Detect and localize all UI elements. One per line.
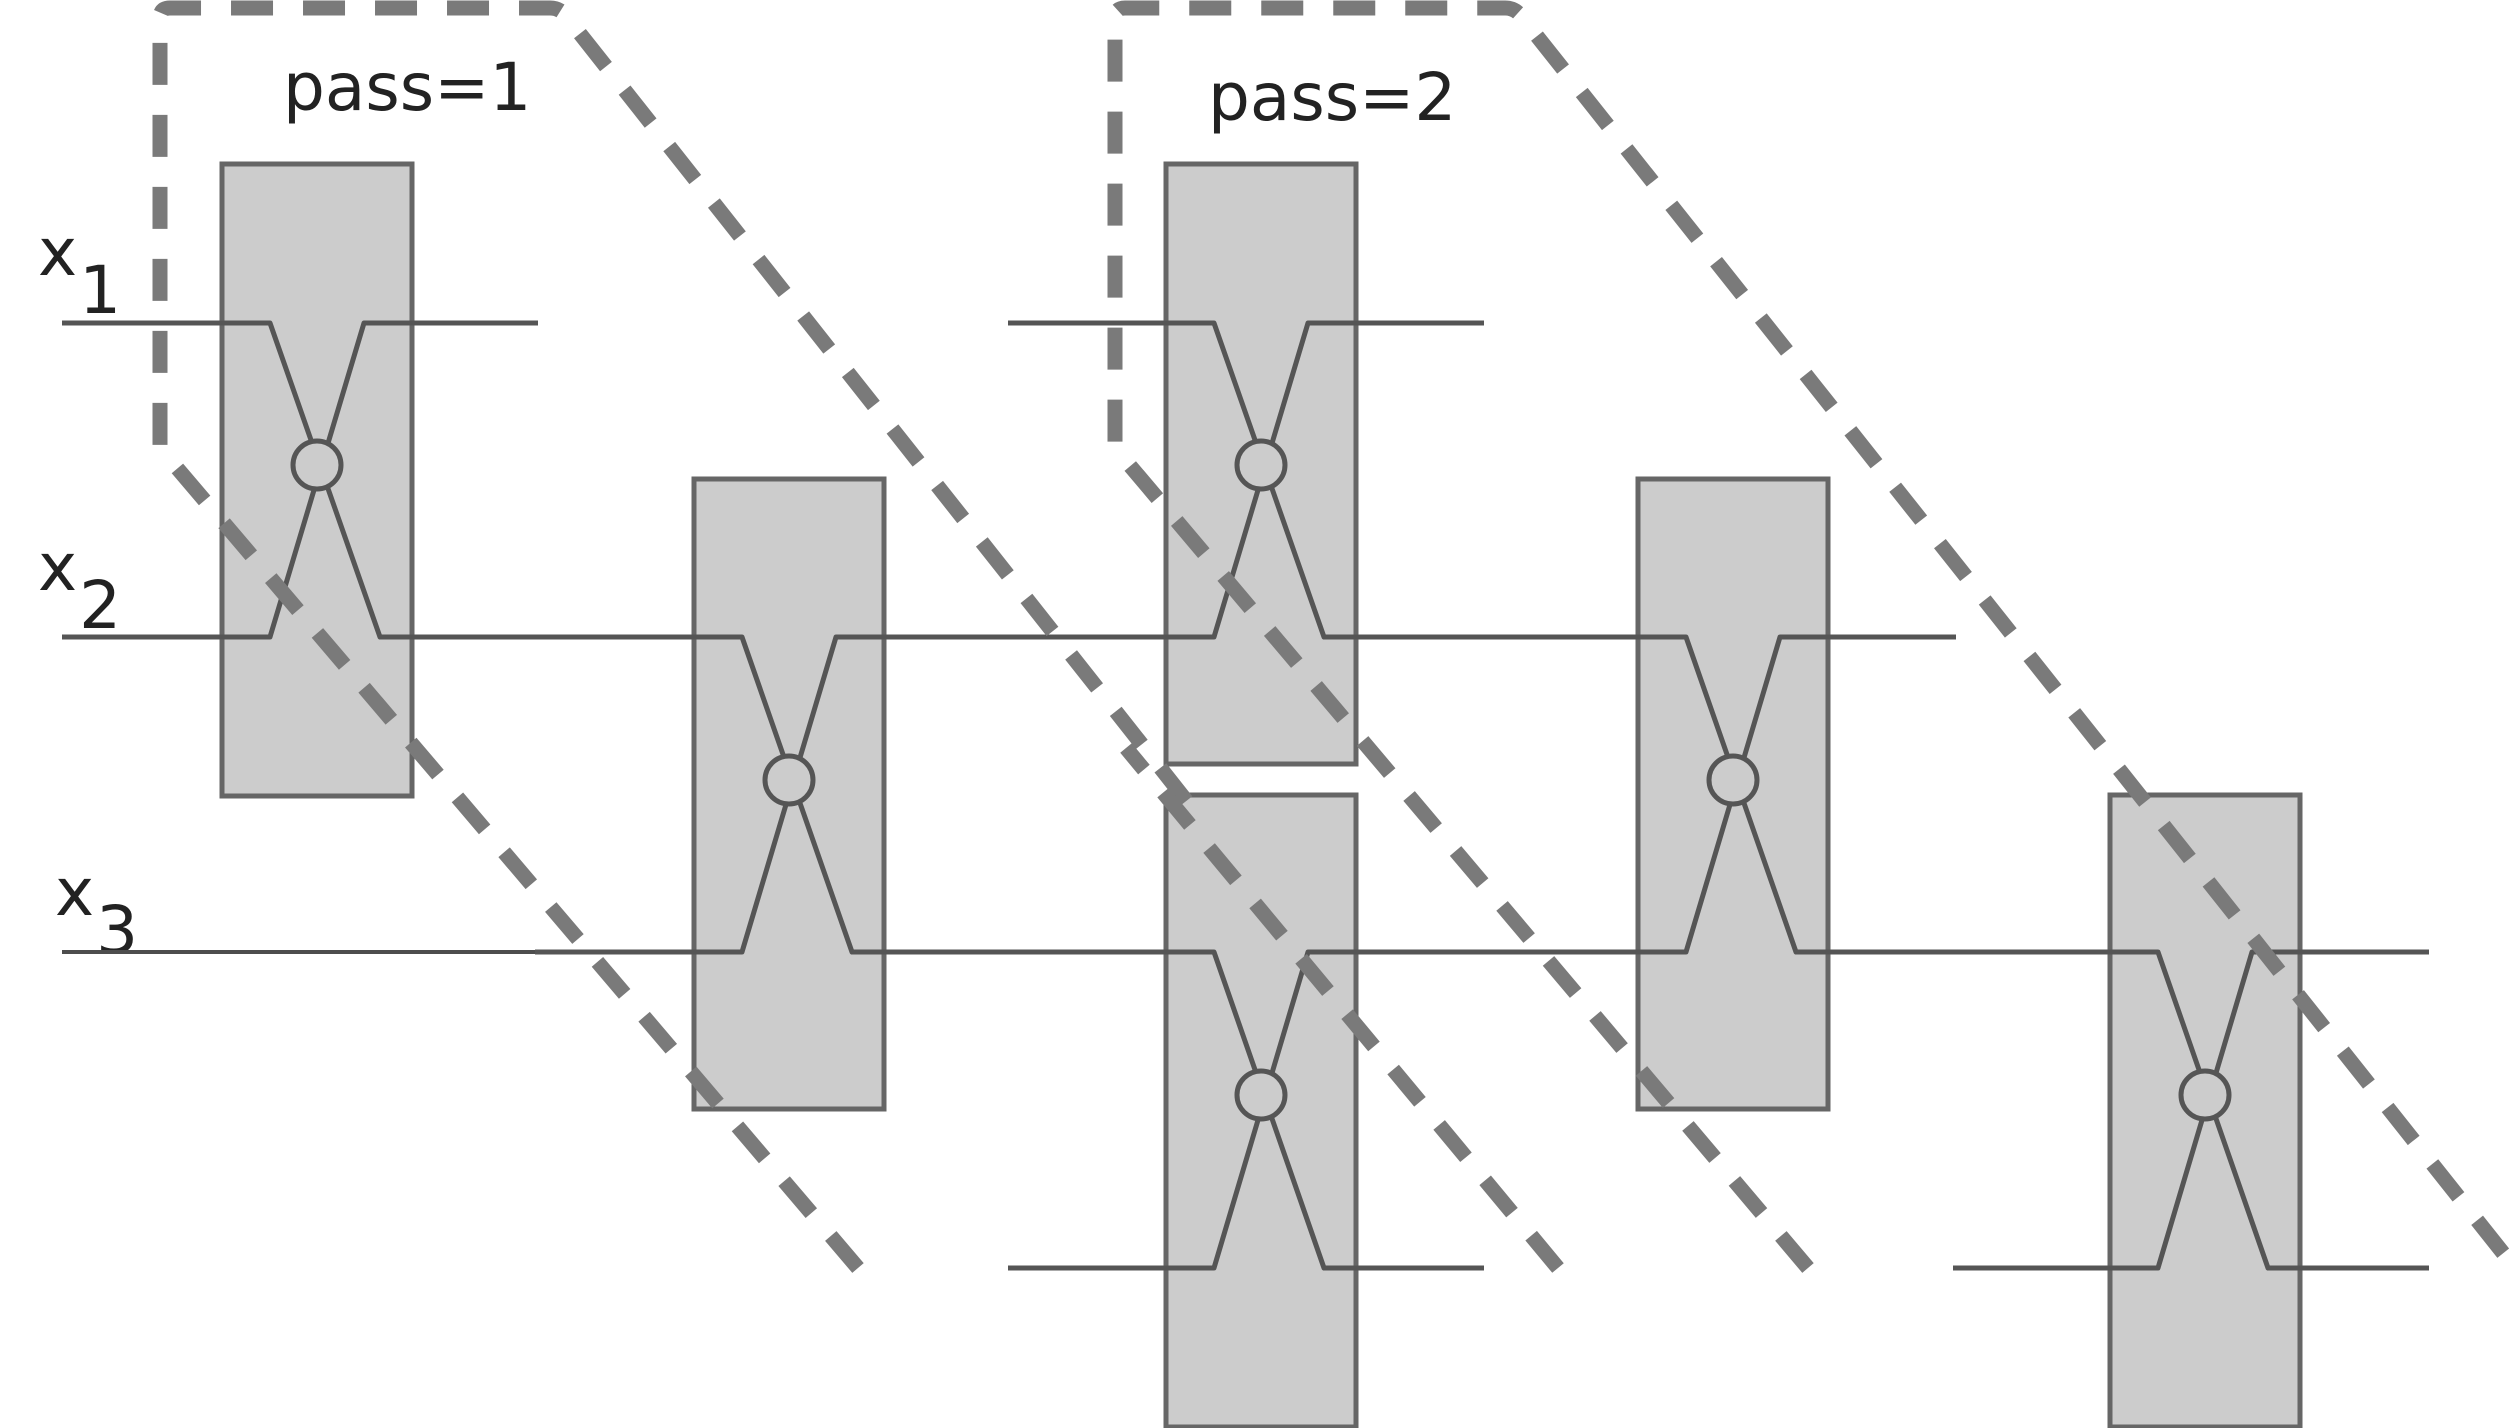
swap-node	[2178, 1068, 2232, 1122]
swap-gate-icon	[1008, 792, 1484, 1428]
swap-gate-icon	[535, 476, 1012, 1112]
swap-gate-icon	[1008, 161, 1484, 767]
var-label-x3: x3	[55, 854, 138, 969]
var-label-x1: x1	[38, 214, 121, 329]
swap-gate-icon	[1953, 792, 2429, 1428]
swap-node	[1234, 438, 1288, 492]
swap-node	[1706, 753, 1760, 807]
pass-2-inner-outline	[1120, 743, 1564, 1273]
pass-1-outline	[152, 0, 1206, 1273]
pass-2-outline	[1107, 0, 2520, 1273]
swap-node	[290, 438, 344, 492]
swap-node	[1234, 1068, 1288, 1122]
swap-node	[762, 753, 816, 807]
swap-gate-icon	[1480, 476, 1956, 1112]
pass-label-2: pass=2	[1208, 59, 1456, 136]
swap-gate-icon	[62, 161, 538, 799]
pass-label-1: pass=1	[283, 49, 531, 126]
var-label-x2: x2	[38, 529, 121, 644]
